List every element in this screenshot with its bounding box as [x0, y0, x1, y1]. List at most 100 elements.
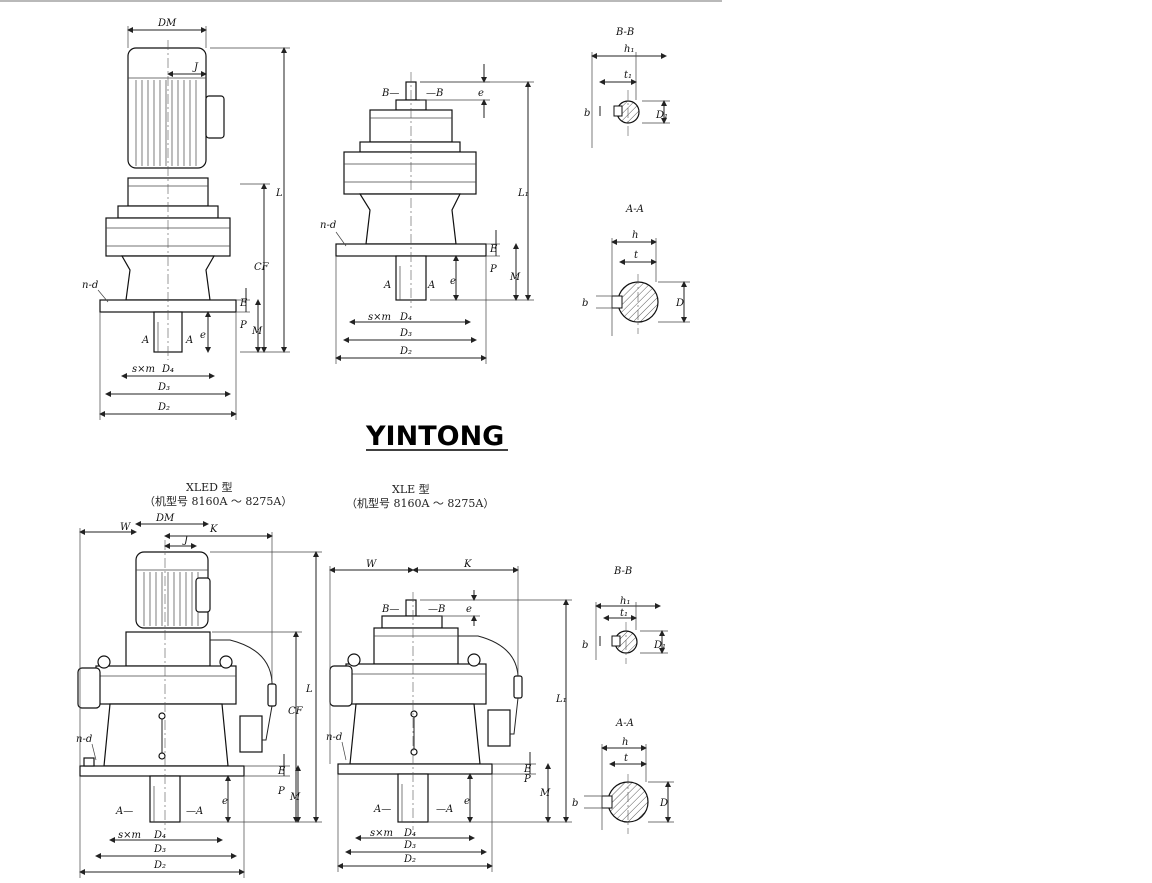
- dim-label-D1-bottom: D₁: [653, 640, 666, 651]
- dim-label-nd-bm: n-d: [326, 732, 342, 743]
- dim-label-b-top: b: [584, 108, 590, 119]
- dim-label-D4-bl: D₄: [153, 830, 166, 841]
- dim-label-e1-bm: e: [466, 604, 472, 615]
- dim-label-sxm-bm: s×m: [370, 828, 393, 839]
- section-mark-A-right: A: [185, 335, 193, 346]
- dim-label-e-mid: e: [450, 276, 456, 287]
- dim-label-K-bl: K: [209, 524, 218, 535]
- dim-label-CF-bl: CF: [288, 706, 304, 717]
- dim-label-L: L: [275, 188, 283, 199]
- bottom-middle-xle-view: [329, 592, 523, 830]
- bottom-section-AA: A-A h t b D: [572, 718, 674, 834]
- dim-label-h1-bottom: h₁: [620, 596, 630, 607]
- dim-label-CF: CF: [254, 262, 270, 273]
- dim-label-e-bl: e: [222, 796, 228, 807]
- dim-label-D2-bm: D₂: [403, 854, 416, 865]
- dim-label-D2-bl: D₂: [153, 860, 166, 871]
- brand-name: YINTONG: [365, 421, 504, 452]
- dim-label-D4: D₄: [161, 364, 174, 375]
- dim-label-sxm: s×m: [132, 364, 155, 375]
- caption-xle-range: （机型号 8160A ～ 8275A）: [346, 496, 494, 510]
- dim-label-M-mid: M: [509, 272, 521, 283]
- section-mark-A-mid-left: A: [383, 280, 391, 291]
- section-mark-B-right: —B: [426, 88, 443, 99]
- section-title-BB-top: B-B: [615, 27, 634, 38]
- section-mark-B-bm-right: —B: [428, 604, 445, 615]
- dim-label-sxm-bl: s×m: [118, 830, 141, 841]
- dim-label-D2-mid: D₂: [399, 346, 412, 357]
- dim-label-M-bm: M: [539, 788, 551, 799]
- top-middle-reducer-view: [335, 72, 487, 308]
- dim-label-K-bm: K: [463, 559, 472, 570]
- bottom-left-dimensions: W DM J K L CF E P M e n-d A— —A s×m D₄ D…: [76, 513, 322, 878]
- dim-label-E-bm: E: [523, 764, 532, 775]
- dim-label-D-bottom: D: [659, 798, 668, 809]
- dim-label-P-mid: P: [489, 264, 497, 275]
- dim-label-nd: n-d: [82, 280, 98, 291]
- section-mark-B-left: B—: [381, 88, 399, 99]
- dim-label-D1-top: D₁: [655, 110, 668, 121]
- brand-logo: YINTONG: [365, 421, 508, 452]
- bottom-middle-dimensions: W K B— —B e L₁ E P M e n-d A— —A s×m D₄ …: [326, 559, 572, 872]
- dim-label-M-bl: M: [289, 792, 301, 803]
- dim-label-b-bottom: b: [582, 640, 588, 651]
- top-left-motor-reducer-view: [99, 40, 237, 360]
- dim-label-D3-mid: D₃: [399, 328, 412, 339]
- section-mark-A-bm-left: A—: [373, 804, 391, 815]
- dim-label-e-bm: e: [464, 796, 470, 807]
- section-mark-A-left: A: [141, 335, 149, 346]
- bottom-section-BB: B-B h₁ t₁ b D₁: [582, 566, 668, 664]
- caption-xle-title: XLE 型: [392, 482, 430, 496]
- dim-label-J-bl: J: [182, 535, 189, 546]
- dim-label-t-bottom: t: [624, 753, 629, 764]
- section-title-AA-top: A-A: [625, 204, 644, 215]
- dim-label-h-bottom: h: [622, 737, 628, 748]
- top-section-AA: A-A h t b D: [582, 204, 690, 336]
- dim-label-L1: L₁: [517, 188, 529, 199]
- dim-label-t-top: t: [634, 250, 639, 261]
- dim-label-h-top: h: [632, 230, 638, 241]
- dim-label-DM-bl: DM: [155, 513, 175, 524]
- dim-label-h1-top: h₁: [624, 44, 634, 55]
- dim-label-P-bl: P: [277, 786, 285, 797]
- dim-label-J: J: [192, 62, 199, 73]
- dim-label-DM: DM: [157, 18, 177, 29]
- dim-label-L-bl: L: [305, 684, 313, 695]
- dim-label-E: E: [239, 298, 248, 309]
- caption-xled-title: XLED 型: [186, 480, 232, 494]
- dim-label-D4-bm: D₄: [403, 828, 416, 839]
- section-mark-A-bl-left: A—: [115, 806, 133, 817]
- section-mark-A-bm-right: —A: [436, 804, 453, 815]
- dim-label-t1-bottom: t₁: [620, 608, 628, 619]
- dim-label-D-top: D: [675, 298, 684, 309]
- section-mark-A-bl-right: —A: [186, 806, 203, 817]
- top-middle-dimensions: B— —B e L₁ n-d E P M e A A s×m D₄ D₃ D₂: [320, 64, 534, 364]
- dim-label-W-bl: W: [120, 522, 131, 533]
- section-title-BB-bottom: B-B: [613, 566, 632, 577]
- dim-label-D3-bl: D₃: [153, 844, 166, 855]
- dim-label-D3: D₃: [157, 382, 170, 393]
- dim-label-sxm-mid: s×m: [368, 312, 391, 323]
- dim-label-e1: e: [478, 88, 484, 99]
- dim-label-t1-top: t₁: [624, 70, 632, 81]
- dim-label-b-top-aa: b: [582, 298, 588, 309]
- dim-label-M: M: [251, 326, 263, 337]
- bottom-left-xled-view: [77, 540, 277, 830]
- dim-label-P-bm: P: [523, 774, 531, 785]
- dim-label-W-bm: W: [366, 559, 377, 570]
- dim-label-nd-bl: n-d: [76, 734, 92, 745]
- dim-label-D3-bm: D₃: [403, 840, 416, 851]
- dim-label-b-bottom-aa: b: [572, 798, 578, 809]
- section-mark-A-mid-right: A: [427, 280, 435, 291]
- dim-label-D4-mid: D₄: [399, 312, 412, 323]
- top-section-BB: B-B h₁ t₁ b D₁: [584, 27, 670, 148]
- dim-label-E-mid: E: [489, 244, 498, 255]
- dim-label-P: P: [239, 320, 247, 331]
- dim-label-E-bl: E: [277, 766, 286, 777]
- dim-label-L1-bm: L₁: [555, 694, 567, 705]
- dim-label-e: e: [200, 330, 206, 341]
- dim-label-D2: D₂: [157, 402, 170, 413]
- section-mark-B-bm-left: B—: [381, 604, 399, 615]
- caption-xled-range: （机型号 8160A ～ 8275A）: [144, 494, 292, 508]
